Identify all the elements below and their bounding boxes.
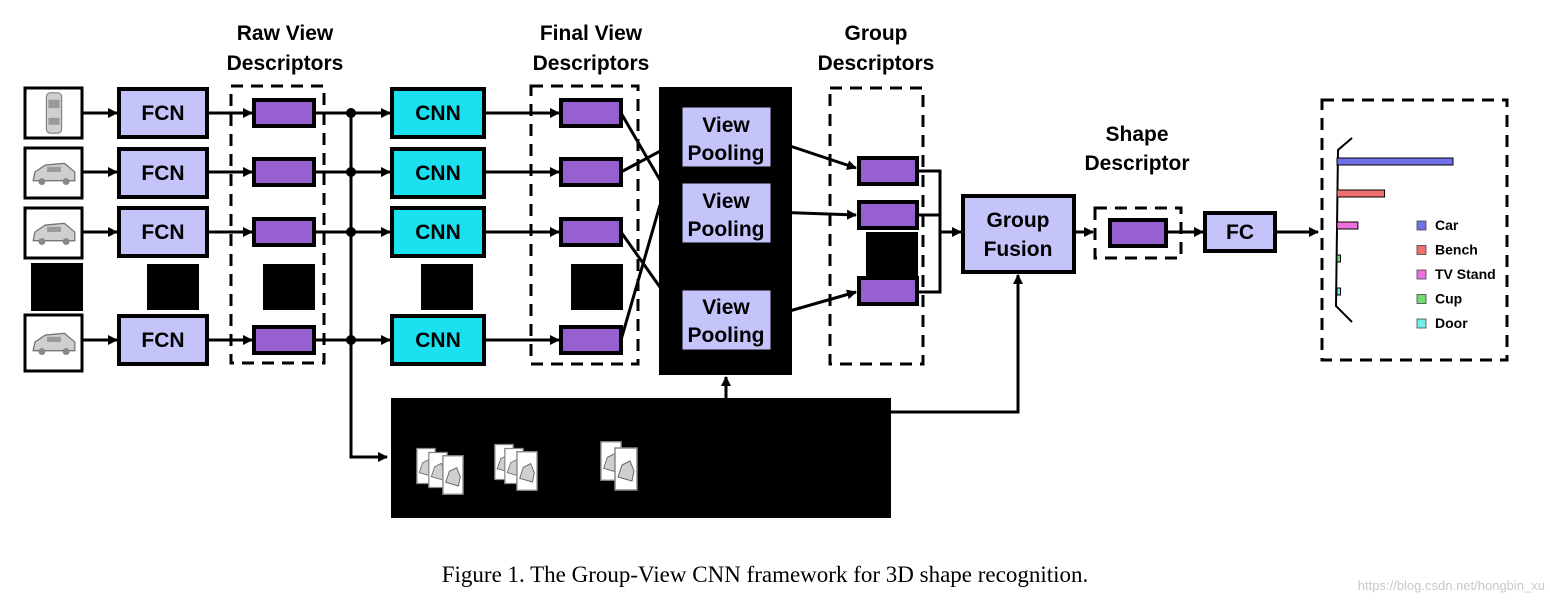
watermark: https://blog.csdn.net/hongbin_xu	[1358, 578, 1545, 593]
ellipsis-block	[866, 232, 918, 278]
fcn-label: FCN	[141, 221, 184, 244]
group-fusion-block	[961, 194, 1076, 274]
cnn-label: CNN	[415, 102, 461, 125]
raw-descriptor	[252, 98, 316, 128]
view-pooling-label-line1: View	[702, 114, 750, 137]
group-descriptor	[857, 276, 919, 306]
cnn-block	[390, 206, 486, 258]
legend-label: Car	[1435, 217, 1459, 233]
input-to-fcn-arrows	[82, 108, 118, 345]
score-bar	[1336, 254, 1341, 263]
ellipsis-block	[263, 264, 315, 310]
fcn-column: FCN FCN FCN FCN	[117, 87, 209, 366]
junction-dots	[346, 108, 356, 345]
group-descriptors-group	[828, 86, 925, 366]
input-views	[23, 86, 84, 373]
view-pooling-label-line2: Pooling	[688, 142, 765, 165]
cnn-label: CNN	[415, 162, 461, 185]
view-pooling-blocks: View Pooling View Pooling View Pooling	[679, 104, 774, 353]
fcn-label: FCN	[141, 162, 184, 185]
group-header-line1: Group	[845, 22, 908, 45]
score-bar	[1336, 221, 1359, 230]
final-descriptor	[559, 325, 623, 355]
grouping-output-arrows	[721, 274, 1023, 414]
raw-view-header-line1: Raw View	[237, 22, 334, 45]
cnn-block	[390, 87, 486, 139]
final-descriptor	[559, 157, 623, 187]
cnn-label: CNN	[415, 329, 461, 352]
fcn-label: FCN	[141, 329, 184, 352]
legend-swatch	[1416, 294, 1427, 304]
ellipsis-block	[571, 264, 623, 310]
raw-descriptor	[252, 325, 316, 355]
group-fusion-label-line2: Fusion	[984, 238, 1053, 261]
ellipsis-block	[31, 263, 83, 311]
view-pooling-label-line1: View	[702, 190, 750, 213]
final-view-header-line2: Descriptors	[533, 52, 650, 75]
final-descriptor	[559, 98, 623, 128]
shape-header-line1: Shape	[1105, 123, 1168, 146]
legend-label: TV Stand	[1435, 266, 1496, 282]
legend-swatch	[1416, 245, 1427, 255]
view-pooling-block	[679, 287, 774, 353]
figure-caption: Figure 1. The Group-View CNN framework f…	[442, 562, 1089, 587]
group-fusion-label-line1: Group	[987, 209, 1050, 232]
raw-descriptor	[252, 217, 316, 247]
view-pooling-label-line2: Pooling	[688, 218, 765, 241]
score-bars	[1336, 157, 1454, 296]
raw-descriptor	[252, 157, 316, 187]
cnn-to-final-arrows	[484, 108, 560, 345]
fcn-label: FCN	[141, 102, 184, 125]
fcn-block	[117, 87, 209, 139]
fcn-to-raw-arrows	[207, 108, 253, 345]
shape-descriptor	[1108, 218, 1168, 248]
final-view-header-line1: Final View	[540, 22, 643, 45]
group-descriptor	[857, 156, 919, 186]
group-descriptor	[857, 200, 919, 230]
score-bar	[1336, 157, 1454, 166]
group-header-line2: Descriptors	[818, 52, 935, 75]
output-scores-box	[1320, 98, 1509, 362]
score-bar	[1336, 287, 1341, 296]
raw-descriptors	[252, 98, 316, 355]
shape-header-line2: Descriptor	[1084, 152, 1189, 175]
grouping-module-panel	[391, 398, 891, 518]
cnn-block	[390, 314, 486, 366]
final-descriptors	[559, 98, 623, 355]
fcn-block	[117, 314, 209, 366]
legend-label: Cup	[1435, 291, 1462, 307]
raw-view-header-line2: Descriptors	[227, 52, 344, 75]
legend-label: Door	[1435, 315, 1468, 331]
score-bar	[1336, 189, 1386, 198]
fc-label: FC	[1226, 221, 1254, 244]
ellipsis-block	[421, 264, 473, 310]
legend-swatch	[1416, 269, 1427, 280]
raw-view-descriptors-group	[229, 84, 326, 365]
view-pooling-block	[679, 104, 774, 170]
final-view-descriptors-group	[529, 84, 640, 366]
cnn-column: CNN CNN CNN CNN	[390, 87, 486, 366]
view-pooling-label-line1: View	[702, 296, 750, 319]
ellipsis-block	[147, 264, 199, 310]
final-to-pooling-lines	[619, 112, 667, 341]
pooling-to-group-arrows	[771, 138, 962, 318]
final-descriptor	[559, 217, 623, 247]
legend-label: Bench	[1435, 242, 1478, 258]
group-descriptors	[857, 156, 919, 306]
view-pooling-label-line2: Pooling	[688, 324, 765, 347]
legend-swatch	[1416, 220, 1427, 231]
cnn-label: CNN	[415, 221, 461, 244]
legend-swatch	[1416, 318, 1427, 329]
